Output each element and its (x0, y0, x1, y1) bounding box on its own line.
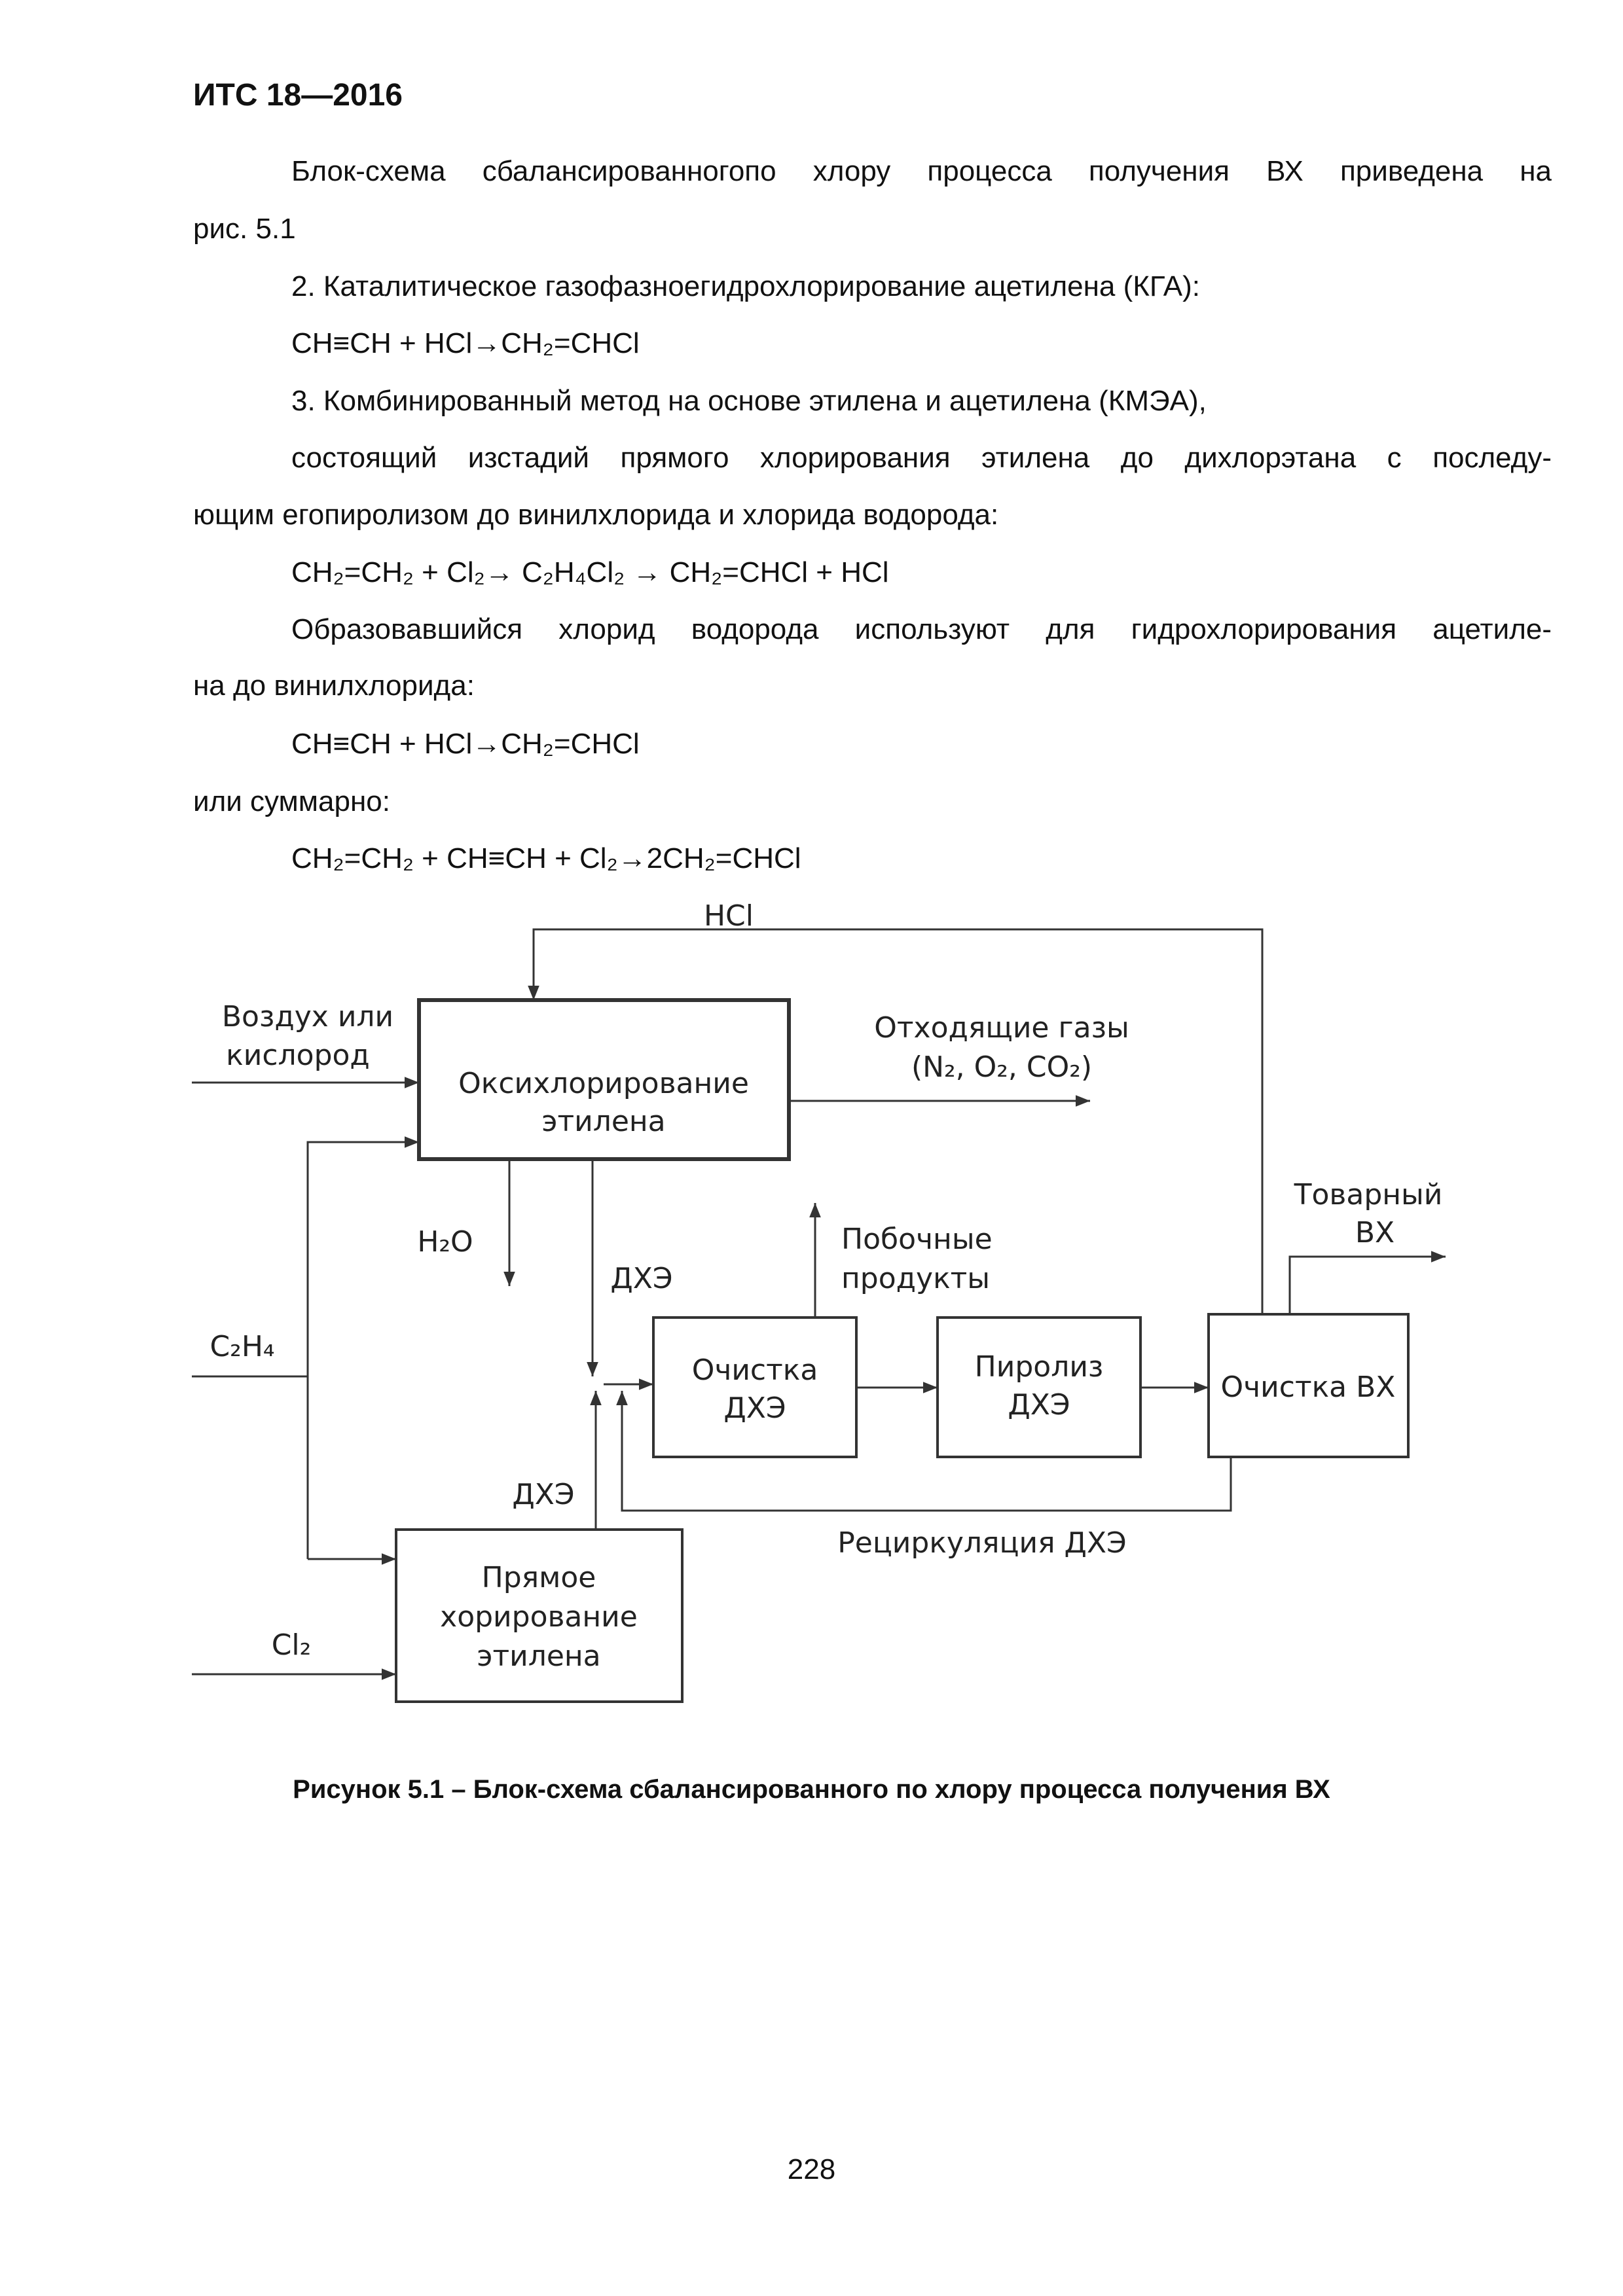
document-header: ИТС 18—2016 (193, 78, 403, 113)
dhe-purification-label-line-1: Очистка (692, 1354, 818, 1387)
cl2-label: Cl₂ (272, 1628, 312, 1662)
direct-chlorination-label-line-2: хорирование (440, 1600, 638, 1634)
vx-purification-box (1207, 1313, 1410, 1458)
dhe-label-bottom: ДХЭ (512, 1478, 574, 1511)
paragraph-6: или суммарно: (193, 785, 390, 817)
air-label-line-1: Воздух или (222, 1000, 393, 1033)
paragraph-3: 3. Комбинированный метод на основе этиле… (291, 385, 1207, 417)
c2h4-to-oxy-arrow (306, 1136, 419, 1559)
equation-4: CH₂=CH₂ + CH≡CH + Cl₂→2CH₂=CHCl (291, 842, 801, 874)
paragraph-5-line-2: на до винилхлорида: (193, 670, 475, 702)
recycle-label: Рециркуляция ДХЭ (837, 1526, 1127, 1560)
air-label-line-2: кислород (226, 1039, 370, 1072)
pyrolysis-box (936, 1316, 1142, 1458)
paragraph-4-line-2: ющим егопиролизом до винилхлорида и хлор… (193, 499, 999, 531)
process-flow-diagram: HCl Воздух или кислород Оксихлорирование… (192, 899, 1446, 1703)
oxychlorination-label-line-1: Оксихлорирование (458, 1067, 749, 1100)
c2h4-label: C₂H₄ (210, 1330, 274, 1363)
paragraph-4-line-1: состоящий изстадий прямого хлорирования … (291, 442, 1552, 474)
paragraph-1-line-1: Блок-схема сбалансированногопо хлору про… (291, 155, 1552, 187)
byproducts-label-line-2: продукты (841, 1262, 990, 1295)
paragraph-2: 2. Каталитическое газофазноегидрохлориро… (291, 270, 1201, 302)
equation-1: CH≡CH + HCl→CH₂=CHCl (291, 327, 640, 359)
direct-chlorination-label-line-3: этилена (477, 1640, 600, 1673)
offgas-label-line-2: (N₂, O₂, CO₂) (911, 1050, 1092, 1084)
pyrolysis-label-line-1: Пиролиз (975, 1350, 1104, 1384)
dhe-recycle-arrow (616, 1391, 1232, 1512)
equation-2: CH₂=CH₂ + Cl₂→ C₂H₄Cl₂ → CH₂=CHCl + HCl (291, 556, 889, 588)
product-label-line-1: Товарный (1294, 1178, 1443, 1211)
pyrolysis-label-line-2: ДХЭ (1008, 1388, 1070, 1422)
equation-3: CH≡CH + HCl→CH₂=CHCl (291, 728, 640, 760)
product-label-line-2: ВХ (1355, 1216, 1395, 1249)
paragraph-5-line-1: Образовавшийся хлорид водорода использую… (291, 613, 1552, 645)
dhe-label-top: ДХЭ (610, 1262, 672, 1295)
byproducts-label-line-1: Побочные (841, 1223, 993, 1256)
vx-purification-label: Очистка ВХ (1221, 1371, 1396, 1404)
direct-chlorination-box (395, 1528, 684, 1703)
product-arrow (1288, 1251, 1446, 1314)
page-number: 228 (787, 2153, 836, 2185)
direct-chlorination-label-line-1: Прямое (482, 1561, 596, 1594)
dhe-purification-box (652, 1316, 858, 1458)
oxychlorination-label-line-2: этилена (541, 1105, 665, 1138)
figure-caption: Рисунок 5.1 – Блок-схема сбалансированно… (293, 1775, 1330, 1804)
hcl-label: HCl (704, 899, 754, 933)
paragraph-1-line-2: рис. 5.1 (193, 213, 296, 245)
oxychlorination-box (417, 998, 791, 1161)
offgas-label-line-1: Отходящие газы (874, 1011, 1129, 1045)
dhe-purification-label-line-2: ДХЭ (723, 1391, 786, 1425)
h2o-label: H₂O (417, 1225, 473, 1259)
hcl-recycle-arrow (528, 928, 1264, 1314)
